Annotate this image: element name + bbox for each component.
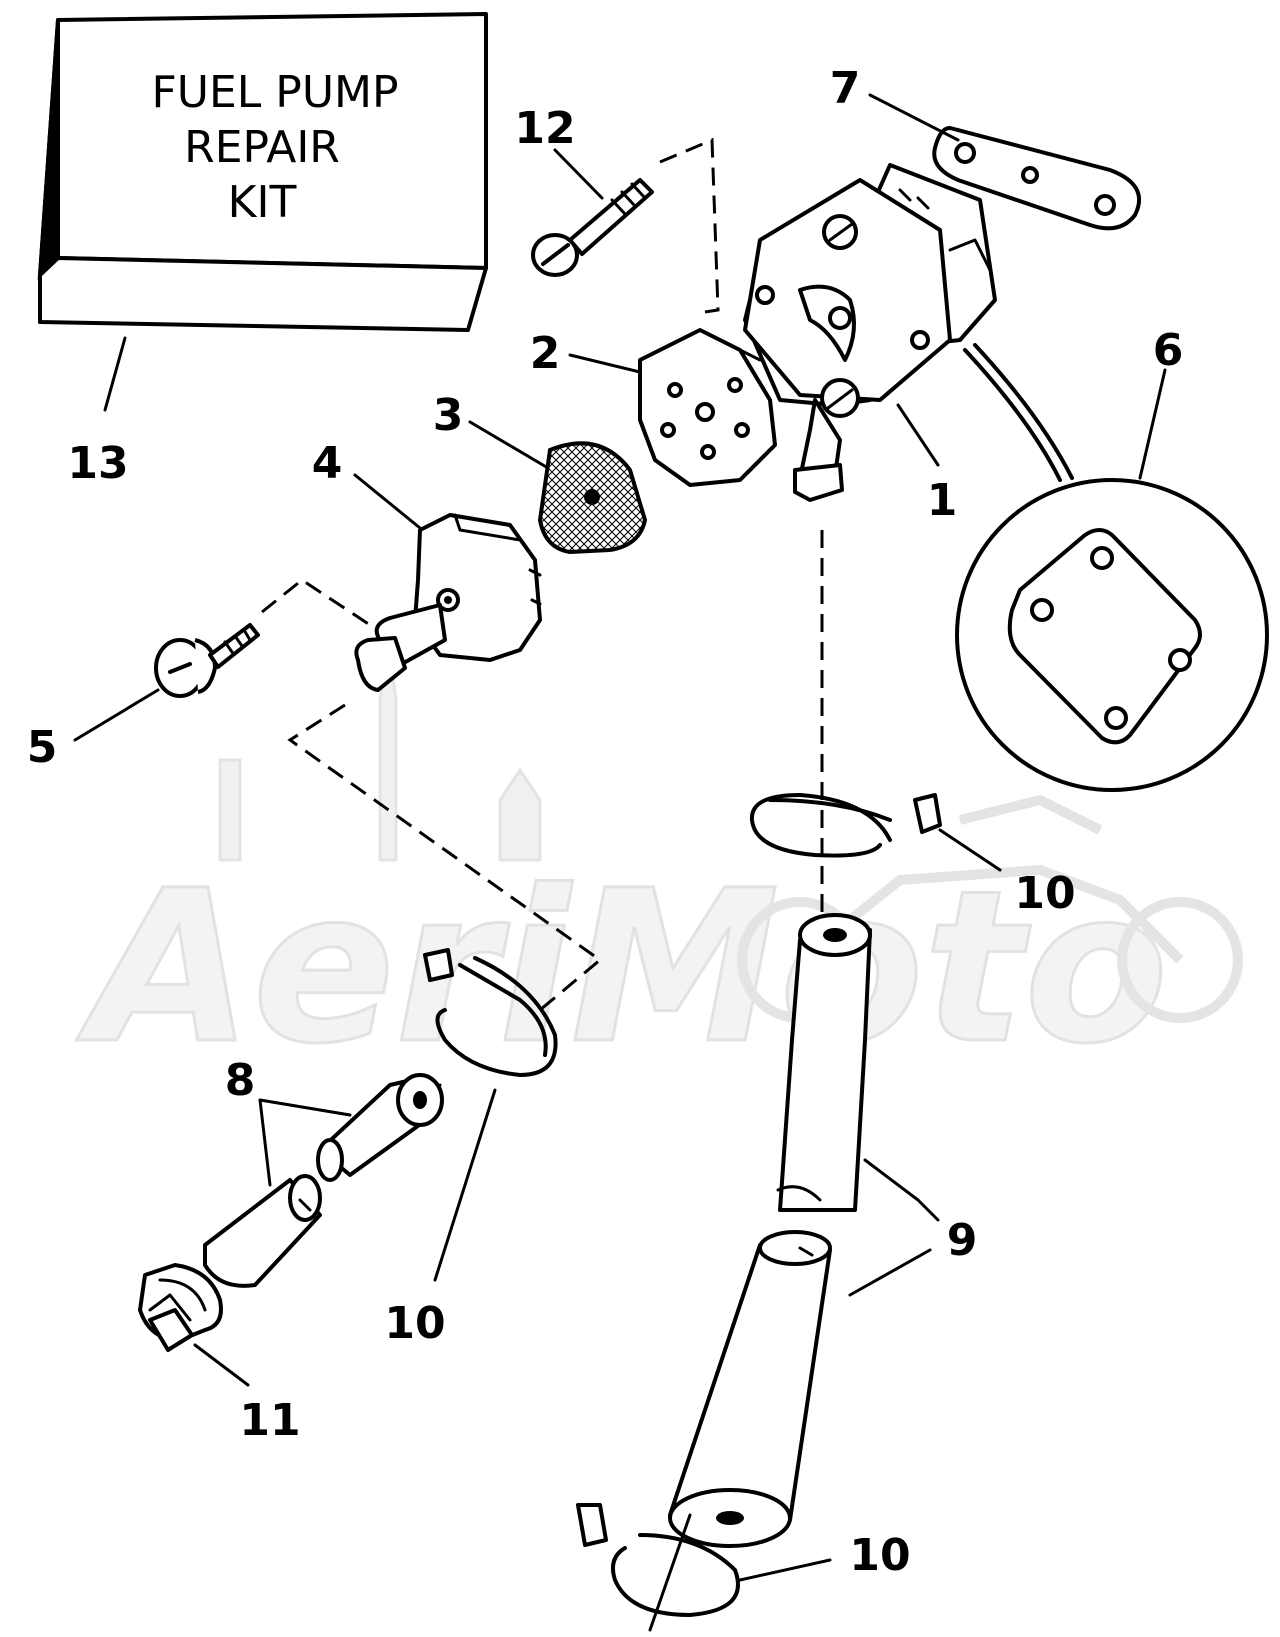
fuel-pump-body-1 bbox=[743, 163, 997, 502]
leader-13 bbox=[103, 336, 127, 412]
gasket-detail-6 bbox=[955, 343, 1269, 792]
callout-8: 8 bbox=[225, 1055, 256, 1106]
leader-6 bbox=[1138, 368, 1167, 480]
clamp-10-left bbox=[423, 948, 558, 1077]
callout-2: 2 bbox=[530, 328, 561, 379]
callout-6: 6 bbox=[1153, 325, 1184, 376]
hose-9-upper bbox=[776, 913, 872, 1212]
leader-10-left bbox=[433, 1088, 497, 1282]
leader-10-right bbox=[938, 828, 1002, 872]
thumb-screw-guide bbox=[261, 578, 371, 627]
clamp-10-upper bbox=[749, 793, 942, 858]
leader-1 bbox=[896, 403, 940, 467]
callout-9: 9 bbox=[947, 1215, 978, 1266]
screw-12-guide bbox=[659, 137, 720, 314]
thumb-screw-5 bbox=[154, 623, 260, 698]
leader-9 bbox=[848, 1158, 940, 1297]
kit-label-line3: KIT bbox=[228, 177, 297, 228]
leader-2 bbox=[568, 353, 642, 374]
leader-12 bbox=[553, 148, 604, 200]
callout-10-bottom: 10 bbox=[849, 1530, 910, 1581]
callout-7: 7 bbox=[830, 63, 861, 114]
callout-13: 13 bbox=[67, 438, 128, 489]
clamp-10-bottom bbox=[576, 1503, 740, 1617]
hose-9-lower bbox=[668, 1230, 832, 1548]
screw-12 bbox=[531, 178, 654, 277]
callout-3: 3 bbox=[433, 390, 464, 441]
watermark: AeriMoto bbox=[75, 639, 1243, 1092]
filter-screen-3 bbox=[537, 441, 648, 555]
gasket-7 bbox=[932, 126, 1141, 231]
leader-8 bbox=[258, 1098, 352, 1187]
callout-10-left: 10 bbox=[384, 1298, 445, 1349]
hose-8-lower bbox=[203, 1174, 322, 1288]
kit-label-line1: FUEL PUMP bbox=[151, 67, 398, 118]
check-valve-plate-2 bbox=[638, 328, 777, 487]
leader-10-bottom bbox=[738, 1558, 832, 1582]
hose-clamp-11 bbox=[138, 1263, 223, 1352]
kit-label-line2: REPAIR bbox=[184, 122, 340, 173]
watermark-castle-icon bbox=[218, 639, 542, 862]
callout-11: 11 bbox=[239, 1395, 300, 1446]
bottom-hose-guide bbox=[648, 1513, 692, 1632]
leader-7 bbox=[868, 93, 960, 142]
callout-10-right: 10 bbox=[1014, 868, 1075, 919]
watermark-text: AeriMoto bbox=[76, 845, 1168, 1090]
leader-3 bbox=[468, 420, 550, 470]
callout-12: 12 bbox=[514, 103, 575, 154]
callout-4: 4 bbox=[312, 438, 343, 489]
leader-4 bbox=[353, 473, 422, 530]
hose-8-upper bbox=[316, 1073, 444, 1182]
leader-5 bbox=[73, 688, 160, 742]
callout-5: 5 bbox=[27, 722, 58, 773]
filter-cover-4 bbox=[354, 513, 542, 692]
leader-11 bbox=[193, 1343, 250, 1387]
callout-1: 1 bbox=[927, 475, 958, 526]
fitting-hose-guide bbox=[287, 703, 603, 1012]
repair-kit-box: FUEL PUMP REPAIR KIT bbox=[37, 12, 488, 332]
